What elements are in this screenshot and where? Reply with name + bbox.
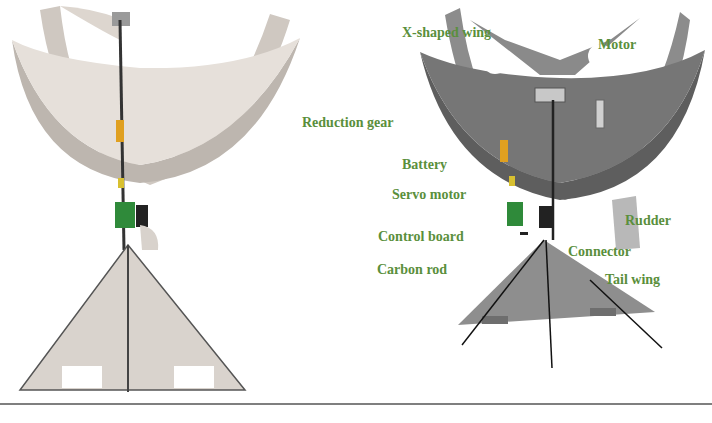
control-board bbox=[115, 202, 135, 228]
carbon-rod bbox=[590, 280, 662, 348]
rudder bbox=[140, 225, 158, 250]
cutout bbox=[483, 50, 507, 74]
carbon-rod bbox=[546, 240, 552, 368]
front-wing bbox=[12, 38, 300, 165]
part-label: Battery bbox=[402, 158, 447, 172]
part-label: Tail wing bbox=[605, 273, 660, 287]
rule-line bbox=[0, 403, 712, 405]
motor bbox=[596, 100, 604, 128]
battery bbox=[500, 140, 508, 162]
part-label: Connector bbox=[568, 245, 631, 259]
tail-tab bbox=[482, 316, 508, 324]
servo bbox=[136, 205, 148, 227]
wing-edge bbox=[12, 38, 300, 183]
assembled-view bbox=[12, 6, 300, 392]
servo-motor bbox=[539, 206, 553, 228]
battery bbox=[116, 120, 124, 142]
control-board bbox=[507, 202, 523, 226]
tail-rod bbox=[127, 245, 129, 392]
cell bbox=[509, 176, 515, 186]
part-label: Rudder bbox=[625, 214, 671, 228]
tail-tab bbox=[590, 308, 616, 316]
x-wing-top bbox=[470, 18, 640, 75]
carbon-rod bbox=[462, 240, 544, 345]
part-label: Carbon rod bbox=[377, 263, 447, 277]
tail-cutout bbox=[62, 366, 102, 388]
part-label: Reduction gear bbox=[302, 116, 393, 130]
connector bbox=[520, 232, 528, 235]
part-label: Control board bbox=[378, 230, 464, 244]
tail-cutout bbox=[174, 366, 214, 388]
cell bbox=[118, 178, 124, 188]
part-label: Servo motor bbox=[392, 188, 466, 202]
part-label: Motor bbox=[598, 38, 636, 52]
tail-wing bbox=[20, 245, 245, 390]
reduction-gear bbox=[535, 88, 565, 102]
wing-top bbox=[60, 6, 120, 40]
part-label: X-shaped wing bbox=[402, 26, 491, 40]
